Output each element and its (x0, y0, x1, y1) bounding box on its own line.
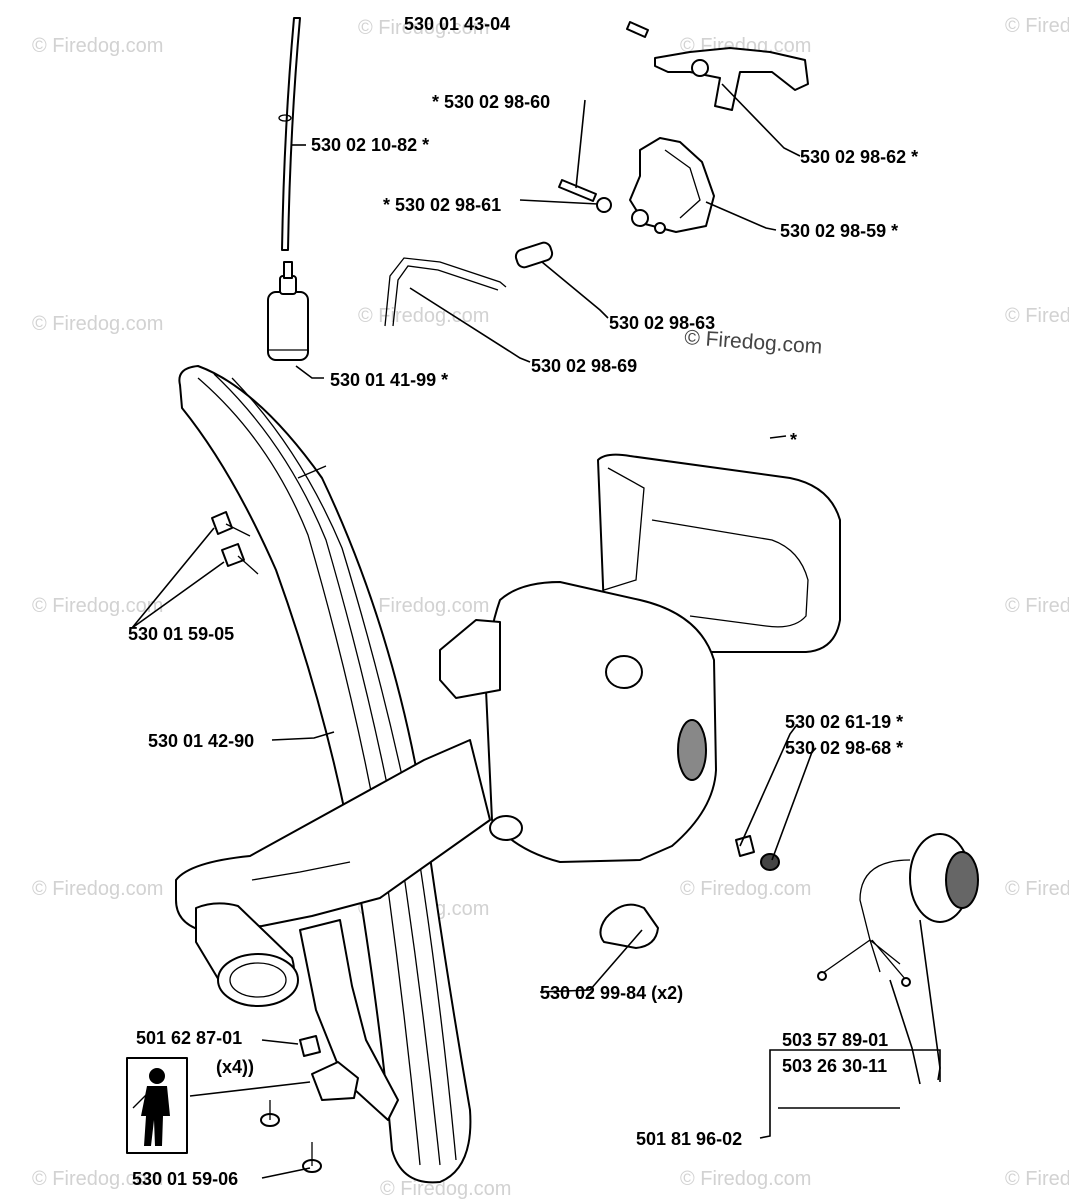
watermark: © Firedog.com (32, 878, 163, 900)
rear-handle-housing (175, 453, 841, 1121)
part-label: * (790, 430, 797, 450)
watermark: © Firedog.com (358, 595, 489, 617)
part-label: * 530 02 98-61 (383, 195, 501, 215)
part-label: 530 02 98-68 * (785, 738, 903, 758)
watermark: © Firedog.com (380, 1178, 511, 1200)
part-label: (x4)) (216, 1057, 254, 1077)
operator-symbol (126, 1057, 188, 1154)
throttle-parts (384, 21, 809, 327)
part-label: 530 02 98-63 (609, 313, 715, 333)
watermark: © Firedog.com (358, 17, 489, 39)
watermark: © Firedog.com (1005, 15, 1069, 37)
firedog-stamp: © Firedog.com (684, 326, 823, 359)
watermark: © Firedog.com (1005, 878, 1069, 900)
part-label: 530 01 42-90 (148, 731, 254, 751)
part-label: 530 02 61-19 * (785, 712, 903, 732)
part-label: 501 81 96-02 (636, 1129, 742, 1149)
watermark: © Firedog.com (32, 1168, 163, 1190)
fuel-filter (267, 261, 309, 361)
rubber-cap (599, 903, 659, 949)
fuel-hose (281, 17, 301, 251)
part-label: 503 57 89-01 (782, 1030, 888, 1050)
electric-coil (817, 833, 979, 987)
leader-lines (131, 83, 941, 1179)
watermarks: © Firedog.com © Firedog.com © Firedog.co… (32, 15, 1069, 1200)
part-label: 530 02 10-82 * (311, 135, 429, 155)
part-label: * 530 02 98-60 (432, 92, 550, 112)
part-label: 530 01 59-05 (128, 624, 234, 644)
watermark: © Firedog.com (1005, 305, 1069, 327)
part-label: 530 01 43-04 (404, 14, 510, 34)
part-label: 503 26 30-11 (782, 1056, 887, 1076)
part-label: 530 02 98-69 (531, 356, 637, 376)
watermark: © Firedog.com (358, 305, 489, 327)
watermark: © Firedog.com (32, 595, 163, 617)
fasteners (211, 511, 780, 1173)
watermark: © Firedog.com (680, 878, 811, 900)
part-label: 530 02 99-84 (x2) (540, 983, 683, 1003)
watermark: © Firedog.com (32, 35, 163, 57)
watermark: © Firedog.com (32, 313, 163, 335)
part-label: 501 62 87-01 (136, 1028, 242, 1048)
part-label: 530 02 98-59 * (780, 221, 898, 241)
watermark: © Firedog.com (680, 1168, 811, 1190)
watermark: © Firedog.com (1005, 1168, 1069, 1190)
part-label: 530 01 59-06 (132, 1169, 238, 1189)
hose-clamp (278, 114, 292, 122)
watermark: © Firedog.com (1005, 595, 1069, 617)
front-handle (178, 365, 472, 1184)
part-label: 530 02 98-62 * (800, 147, 918, 167)
part-label: 530 01 41-99 * (330, 370, 448, 390)
